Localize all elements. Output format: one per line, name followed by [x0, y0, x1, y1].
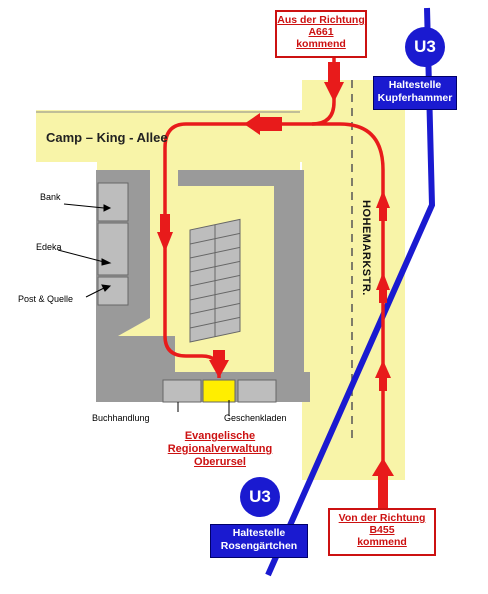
buchhandlung-unit — [162, 379, 202, 403]
route-from-b455 — [312, 122, 385, 508]
arrow-down-destination — [209, 360, 229, 378]
subway-track — [265, 7, 436, 577]
access-box-b455: Von der Richtung B455 kommend — [328, 508, 436, 556]
east-wing — [178, 170, 304, 402]
access-a661-line-1: Aus der Richtung — [277, 14, 365, 26]
subway-route — [265, 7, 436, 577]
arrow-up-1 — [376, 190, 390, 208]
access-box-a661: Aus der Richtung A661 kommend — [275, 10, 367, 58]
shop-leader-lines — [57, 203, 230, 416]
bank-unit — [97, 182, 129, 222]
arrow-left — [244, 113, 260, 135]
arrow-down-left — [157, 232, 173, 252]
destination-unit — [202, 379, 236, 403]
arrow-up-4 — [372, 458, 394, 476]
street-label-hohemarkstr: HOHEMARKSTR. — [360, 200, 372, 296]
arrow-down-top — [324, 82, 344, 102]
stop-top-line-2: Kupferhammer — [377, 92, 453, 104]
access-a661-line-3: kommend — [296, 38, 346, 50]
center-building — [189, 218, 241, 343]
street-label-camp-king-allee: Camp – King - Allee — [46, 130, 168, 145]
arrow-up-2 — [376, 272, 390, 290]
access-b455-line-2: B455 — [369, 524, 395, 536]
destination-label: Evangelische Regionalverwaltung Oberurse… — [150, 430, 290, 469]
shop-label-buchhandlung: Buchhandlung — [92, 413, 150, 423]
geschenkladen-unit — [237, 379, 277, 403]
access-a661-line-2: A661 — [308, 26, 334, 38]
shop-label-bank: Bank — [40, 192, 61, 202]
access-b455-line-1: Von der Richtung — [338, 512, 426, 524]
u3-badge-top: U3 — [405, 27, 445, 67]
post-unit — [97, 276, 129, 306]
destination-line-3: Oberursel — [194, 456, 246, 468]
arrow-up-3 — [375, 360, 391, 378]
route-arrows — [157, 62, 394, 508]
shop-label-post-quelle: Post & Quelle — [18, 294, 74, 304]
stop-bottom-line-1: Haltestelle — [232, 527, 286, 539]
stop-label-kupferhammer: Haltestelle Kupferhammer — [373, 76, 457, 110]
shop-label-geschenkladen: Geschenkladen — [224, 413, 287, 423]
u3-badge-bottom: U3 — [240, 477, 280, 517]
stop-top-line-1: Haltestelle — [388, 79, 442, 91]
destination-line-2: Regionalverwaltung — [167, 443, 273, 455]
stop-label-rosengaertchen: Haltestelle Rosengärtchen — [210, 524, 308, 558]
stop-bottom-line-2: Rosengärtchen — [220, 540, 298, 552]
building-complex — [96, 170, 310, 403]
shop-label-edeka: Edeka — [36, 242, 62, 252]
destination-line-1: Evangelische — [184, 430, 256, 442]
edeka-unit — [97, 222, 129, 276]
hohemarkstr-road — [302, 80, 405, 480]
access-b455-line-3: kommend — [357, 536, 407, 548]
